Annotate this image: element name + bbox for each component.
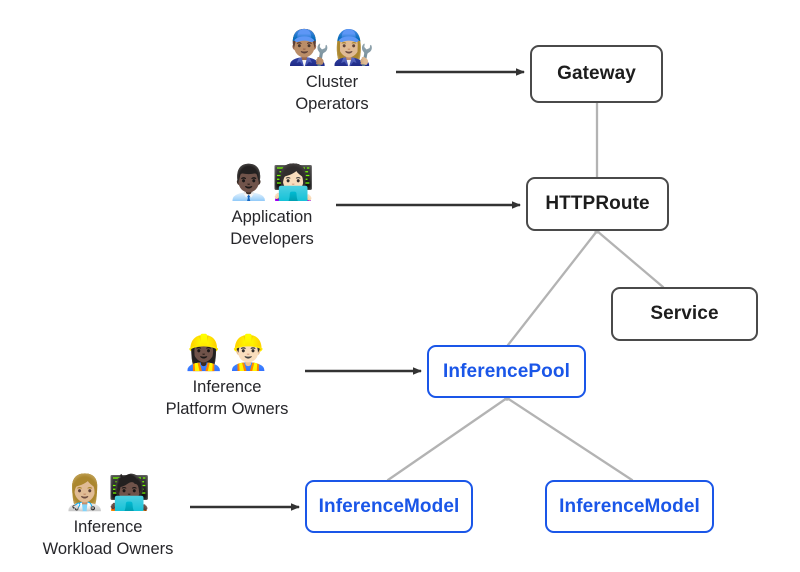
node-inferencepool[interactable]: InferencePool bbox=[427, 345, 586, 398]
actor-application-developers: 👨🏿‍💼👩🏻‍💻 Application Developers bbox=[167, 161, 377, 249]
actor-label-line2: Operators bbox=[295, 95, 369, 113]
actor-label-line2: Workload Owners bbox=[42, 540, 174, 558]
actor-cluster-operators: 👨🏽‍🔧👩🏼‍🔧 Cluster Operators bbox=[227, 26, 437, 114]
actor-label-line2: Developers bbox=[230, 230, 314, 248]
actor-label-line2: Platform Owners bbox=[165, 400, 289, 418]
node-inferencemodel-left[interactable]: InferenceModel bbox=[305, 480, 473, 533]
actor-inference-platform-owners: 👷🏿‍♀️👷🏻‍♂️ Inference Platform Owners bbox=[122, 331, 332, 419]
inference-platform-owners-persona-icon: 👷🏿‍♀️👷🏻‍♂️ bbox=[182, 333, 272, 373]
edge-inferencepool-to-inferencemodel-right bbox=[505, 396, 634, 482]
actor-inference-workload-owners: 👩🏼‍⚕️🧑🏿‍💻 Inference Workload Owners bbox=[3, 471, 213, 559]
actor-label-line1: Inference bbox=[192, 378, 262, 396]
edge-inferencepool-to-inferencemodel-left bbox=[386, 396, 509, 482]
actor-label-line1: Inference bbox=[73, 518, 143, 536]
node-gateway[interactable]: Gateway bbox=[530, 45, 663, 103]
node-httproute[interactable]: HTTPRoute bbox=[526, 177, 669, 231]
actor-label-line1: Cluster bbox=[305, 73, 359, 91]
application-developers-persona-icon: 👨🏿‍💼👩🏻‍💻 bbox=[227, 163, 317, 203]
cluster-operators-persona-icon: 👨🏽‍🔧👩🏼‍🔧 bbox=[287, 28, 377, 68]
node-service[interactable]: Service bbox=[611, 287, 758, 341]
actor-label-line1: Application bbox=[231, 208, 313, 226]
edge-httproute-to-inferencepool bbox=[506, 229, 599, 347]
inference-workload-owners-persona-icon: 👩🏼‍⚕️🧑🏿‍💻 bbox=[63, 473, 153, 513]
edge-httproute-to-service bbox=[595, 229, 665, 289]
node-inferencemodel-right[interactable]: InferenceModel bbox=[545, 480, 714, 533]
